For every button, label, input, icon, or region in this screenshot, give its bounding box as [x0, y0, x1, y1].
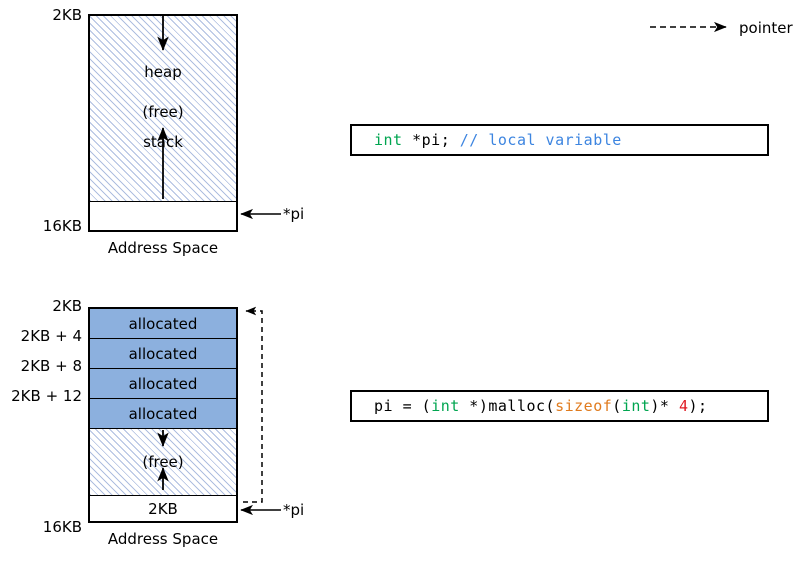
code-token: int [374, 131, 403, 149]
top-diagram-addr-bottom: 16KB [42, 217, 82, 235]
unallocated-bottom-row-before [90, 201, 236, 230]
top-diagram-addr-top: 2KB [52, 6, 82, 24]
code-token: sizeof [555, 397, 613, 415]
code-token: // local variable [459, 131, 622, 149]
address-space-box-before [88, 14, 238, 232]
allocated-row-1-label: allocated [128, 344, 198, 363]
code-token: ); [688, 397, 708, 415]
code-token: int [621, 397, 651, 415]
pointer-value-row: 2KB [90, 495, 236, 521]
caption-address-space-before: Address Space [107, 239, 219, 257]
bottom-diagram-addr-row-0: 2KB [52, 297, 82, 315]
allocated-row-0: allocated [90, 309, 236, 339]
region-label-free-after: (free) [142, 453, 184, 471]
bottom-diagram-addr-row-2: 2KB + 8 [20, 357, 82, 375]
code-box-allocation: pi = (int *)malloc(sizeof(int)* 4); [350, 390, 769, 422]
code-token: *pi; [402, 131, 460, 149]
bottom-diagram-addr-row-3: 2KB + 12 [11, 387, 82, 405]
code-token: ( [612, 397, 622, 415]
dereference-dashed-arrow [243, 306, 263, 503]
pointer-label-after: *pi [283, 501, 305, 519]
bottom-diagram-addr-row-1: 2KB + 4 [20, 327, 82, 345]
bottom-diagram-addr-bottom: 16KB [42, 518, 82, 536]
address-space-box-after: allocated allocated allocated allocated … [88, 307, 238, 523]
pointer-value-label: 2KB [148, 499, 178, 518]
code-token: *)malloc( [459, 397, 556, 415]
allocated-row-3: allocated [90, 399, 236, 429]
allocated-row-0-label: allocated [128, 314, 198, 333]
code-token: int [431, 397, 460, 415]
code-declaration-text: int *pi; // local variable [374, 131, 622, 149]
legend-pointer-label: pointer [739, 19, 793, 37]
region-label-heap: heap [144, 63, 182, 81]
region-label-free-before: (free) [142, 103, 184, 121]
allocated-row-3-label: allocated [128, 404, 198, 423]
code-box-declaration: int *pi; // local variable [350, 124, 769, 156]
code-token: )* [650, 397, 679, 415]
allocated-row-2-label: allocated [128, 374, 198, 393]
allocated-row-2: allocated [90, 369, 236, 399]
region-label-stack: stack [143, 133, 183, 151]
code-token: pi = ( [374, 397, 432, 415]
allocated-row-1: allocated [90, 339, 236, 369]
caption-address-space-after: Address Space [107, 530, 219, 548]
pointer-label-before: *pi [283, 205, 305, 223]
code-token: 4 [679, 397, 689, 415]
code-allocation-text: pi = (int *)malloc(sizeof(int)* 4); [374, 397, 708, 415]
